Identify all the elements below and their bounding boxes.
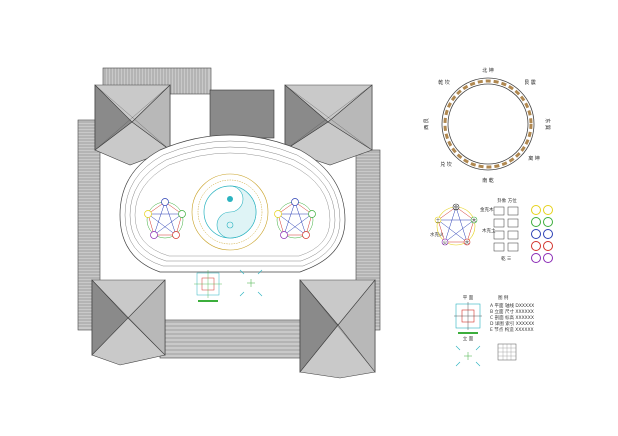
notes-line-4: D 详图 索引 XXXXXX — [490, 320, 534, 327]
grid-detail — [497, 343, 517, 361]
compass-west: 西 艮 — [424, 118, 430, 130]
north-gate-hall — [209, 89, 275, 139]
five-elements-right — [274, 198, 316, 239]
west-hall — [77, 119, 101, 331]
notes-line-1: A 平面 轴线 DXXXXX — [490, 302, 534, 309]
trigram-table: 卦象 方位 乾 ☰ — [493, 197, 519, 262]
detail-label-elevation: 立 面 — [463, 335, 474, 342]
compass-sw: 兑 坎 — [440, 161, 452, 168]
compass-south: 南 乾 — [482, 177, 494, 184]
elements-diagram: 金 木 水 火 土 金克木 木克土 水克火 — [430, 203, 496, 246]
taiji-symbol — [191, 173, 269, 251]
compass-ring: 北 坤 艮 震 东 巽 离 坤 南 乾 兑 坎 西 艮 乾 坎 — [424, 67, 551, 184]
element-node-3: 水 — [465, 239, 470, 246]
notes-block: 图 例 A 平面 轴线 DXXXXX B 立面 尺寸 XXXXXX C 剖面 标… — [490, 294, 534, 333]
notes-line-3: C 剖面 标高 XXXXXX — [490, 314, 534, 321]
detail-plan: 平 面 — [454, 295, 482, 334]
element-node-5: 土 — [436, 217, 441, 224]
detail-label-plan: 平 面 — [463, 295, 474, 301]
notes-title: 图 例 — [498, 294, 509, 301]
nw-pavilion — [94, 84, 171, 166]
detail-elevation: 立 面 — [455, 335, 481, 367]
color-legend — [531, 205, 553, 263]
building-complex — [77, 67, 381, 379]
five-elements-left — [144, 198, 186, 239]
compass-north: 北 坤 — [482, 67, 494, 74]
trigram-header: 卦象 方位 — [497, 197, 517, 204]
element-node-2: 木 — [472, 217, 477, 224]
compass-east: 东 巽 — [544, 118, 551, 130]
courtyard-markers — [194, 269, 263, 302]
element-node-1: 金 — [454, 204, 459, 211]
trigram-row-1: 乾 ☰ — [501, 255, 511, 262]
compass-ne: 艮 震 — [524, 80, 536, 86]
south-stairs — [159, 319, 311, 359]
notes-line-2: B 立面 尺寸 XXXXXX — [490, 308, 534, 315]
element-label-2: 木克土 — [482, 227, 496, 234]
sw-pavilion — [91, 279, 166, 366]
compass-nw: 乾 坎 — [438, 79, 450, 86]
element-node-4: 火 — [443, 240, 448, 246]
se-pavilion — [299, 279, 376, 379]
compass-se: 离 坤 — [528, 155, 540, 162]
element-label-3: 水克火 — [430, 231, 444, 238]
element-label-1: 金克木 — [480, 206, 494, 213]
ne-pavilion — [284, 84, 373, 166]
south-stairs-hatch — [162, 321, 308, 355]
notes-line-5: E 节点 构造 XXXXXX — [490, 326, 534, 333]
